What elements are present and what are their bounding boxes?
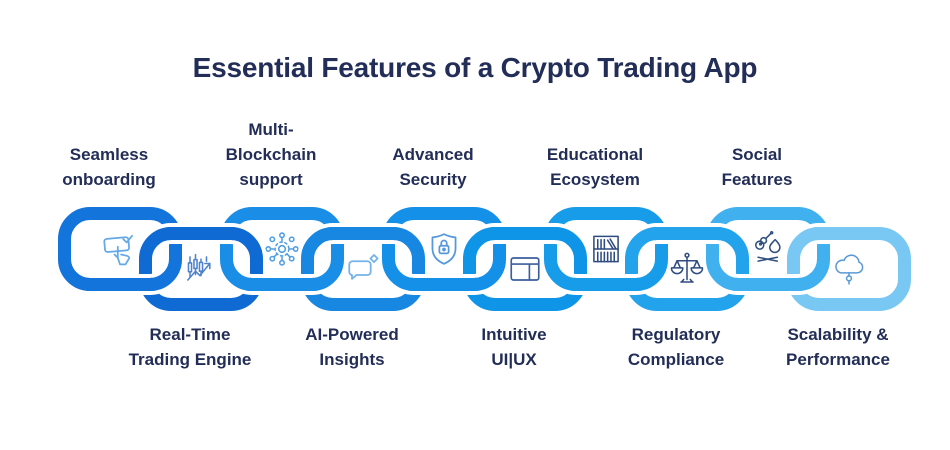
feature-label-regulatory-compliance: Regulatory Compliance [627, 325, 725, 369]
shield-lock-icon [422, 227, 466, 271]
feature-label-advanced-security: Advanced Security [392, 145, 474, 189]
campfire-guitar-icon [746, 227, 790, 271]
chat-sparkle-icon [341, 247, 385, 291]
tap-check-icon [98, 227, 142, 271]
feature-label-educational-ecosystem: Educational Ecosystem [546, 145, 644, 189]
scales-icon [665, 247, 709, 291]
feature-label-ai-powered-insights: AI-Powered Insights [305, 325, 399, 369]
cloud-node-icon [827, 247, 871, 291]
chain-link-scalability-performance [787, 227, 911, 311]
chain-link-regulatory-compliance [625, 227, 749, 311]
blockchain-network-icon [260, 227, 304, 271]
feature-label-real-time-trading-engine: Real-Time Trading Engine [128, 325, 252, 369]
feature-label-social-features: Social Features [721, 145, 793, 189]
chain-link-real-time-trading-engine [139, 227, 263, 311]
candlestick-chart-icon [179, 247, 223, 291]
page-title: Essential Features of a Crypto Trading A… [192, 52, 758, 83]
feature-label-multi-blockchain-support: Multi- Blockchain support [225, 120, 317, 189]
feature-label-scalability-performance: Scalability & Performance [786, 325, 890, 369]
feature-label-intuitive-ui-ux: Intuitive UI|UX [481, 325, 547, 369]
window-layout-icon [503, 247, 547, 291]
feature-label-seamless-onboarding: Seamless onboarding [62, 145, 156, 189]
chain-link-intuitive-ui-ux [463, 227, 587, 311]
chain-link-ai-powered-insights [301, 227, 425, 311]
bookshelf-icon [584, 227, 628, 271]
